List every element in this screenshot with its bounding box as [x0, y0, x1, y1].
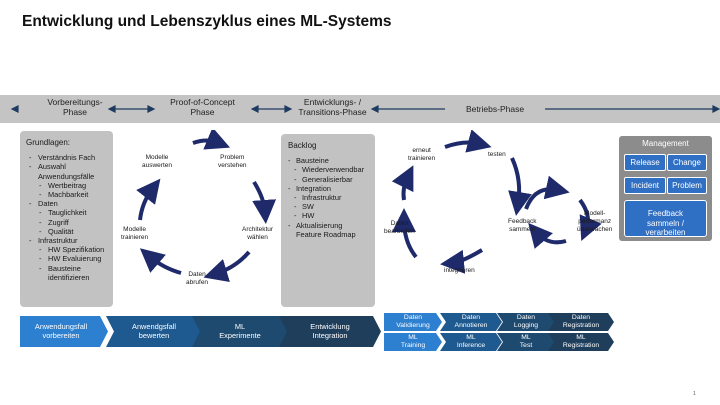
- list-item: Auswahl Anwendungsfälle: [26, 162, 107, 180]
- list-item: Bausteine: [288, 156, 369, 165]
- list-item: Tauglichkeit: [26, 208, 107, 217]
- list-item: Daten: [26, 199, 107, 208]
- grundlagen-box: Grundlagen: Verständnis Fach Auswahl Anw…: [20, 131, 113, 307]
- change-button[interactable]: Change: [667, 154, 707, 171]
- ops-cycle-arrows: [391, 130, 602, 274]
- list-item: HW Spezifikation: [26, 245, 107, 254]
- list-item: HW: [288, 211, 369, 220]
- cycle-node-integrieren: integrieren: [444, 267, 475, 274]
- phase-separator-arrows: [10, 105, 720, 113]
- list-item: Machbarkeit: [26, 190, 107, 199]
- incident-button[interactable]: Incident: [624, 177, 666, 194]
- phase-betrieb: Betriebs-Phase: [445, 104, 545, 114]
- list-item: Integration: [288, 184, 369, 193]
- list-item: Wertbeitrag: [26, 181, 107, 190]
- page-number: 1: [693, 391, 696, 397]
- phase-vorbereitung: Vorbereitungs-Phase: [47, 97, 103, 117]
- release-button[interactable]: Release: [624, 154, 666, 171]
- poc-cycle-arrows: [136, 130, 277, 283]
- grundlagen-list: Verständnis Fach Auswahl Anwendungsfälle…: [26, 153, 107, 282]
- list-item: Infrastruktur: [288, 193, 369, 202]
- list-item: Zugriff: [26, 218, 107, 227]
- backlog-heading: Backlog: [288, 141, 317, 150]
- list-item: Infrastruktur: [26, 236, 107, 245]
- list-item: Qualität: [26, 227, 107, 236]
- backlog-list: Bausteine Wiederverwendbar Generalisierb…: [288, 156, 369, 239]
- grundlagen-heading: Grundlagen:: [26, 138, 71, 147]
- list-item: SW: [288, 202, 369, 211]
- management-title: Management: [642, 139, 689, 148]
- list-item: HW Evaluierung: [26, 254, 107, 263]
- backlog-box: Backlog Bausteine Wiederverwendbar Gener…: [281, 134, 375, 307]
- page-title: Entwicklung und Lebenszyklus eines ML-Sy…: [22, 13, 392, 30]
- management-box: Management Release Change Incident Probl…: [619, 136, 712, 241]
- list-item: Wiederverwendbar: [288, 165, 369, 174]
- problem-button[interactable]: Problem: [667, 177, 707, 194]
- list-item: Generalisierbar: [288, 175, 369, 184]
- list-item: Aktualisierung Feature Roadmap: [288, 221, 369, 239]
- cycle-node-testen: testen: [488, 151, 506, 158]
- list-item: Bausteine identifizieren: [26, 264, 107, 282]
- phase-entwicklung: Entwicklungs- /Transitions-Phase: [298, 97, 367, 117]
- list-item: Verständnis Fach: [26, 153, 107, 162]
